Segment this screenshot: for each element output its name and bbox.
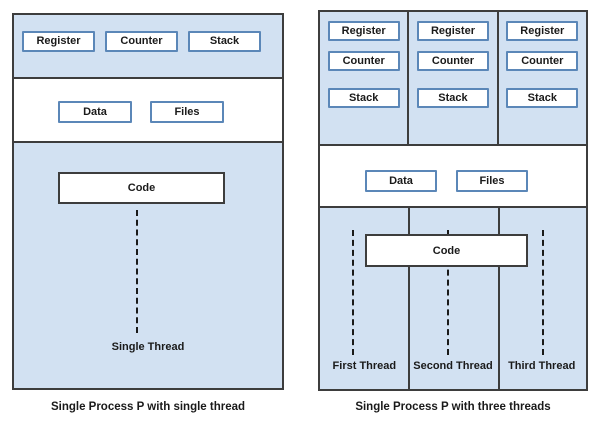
third-thread-label: Third Thread	[508, 360, 576, 372]
left-registers-row: Register Counter Stack	[22, 31, 261, 52]
single-thread-label: Single Thread	[111, 341, 185, 353]
code-box: Code	[365, 234, 528, 267]
stack-box: Stack	[188, 31, 261, 52]
column-divider	[408, 208, 410, 389]
register-label: Register	[430, 24, 475, 37]
stack-label: Stack	[438, 91, 468, 104]
data-label: Data	[83, 105, 107, 118]
files-box: Files	[456, 170, 528, 192]
stack-label: Stack	[348, 91, 379, 104]
counter-label: Counter	[120, 35, 163, 47]
right-threads-section: Code First Thread Second Thread Third Th…	[318, 206, 588, 391]
thread3-register-column: Register Counter Stack	[496, 12, 586, 144]
three-thread-process-diagram: Register Counter Stack Register Counter …	[318, 10, 588, 391]
register-label: Register	[341, 24, 386, 37]
thread1-register-column: Register Counter Stack	[320, 12, 407, 144]
right-memory-section: Data Files	[318, 144, 588, 208]
thread-labels-row: First Thread Second Thread Third Thread	[320, 360, 586, 372]
counter-box: Counter	[327, 51, 400, 71]
code-box: Code	[58, 172, 225, 204]
left-code-section: Code Single Thread	[12, 141, 284, 390]
stack-box: Stack	[416, 88, 489, 108]
second-thread-dashed-line	[447, 230, 449, 355]
column-divider	[498, 208, 500, 389]
code-label: Code	[432, 244, 461, 257]
register-box: Register	[416, 21, 489, 41]
stack-label: Stack	[527, 91, 557, 104]
register-box: Register	[327, 21, 400, 41]
first-thread-dashed-line	[352, 230, 354, 355]
left-registers-section: Register Counter Stack	[12, 13, 284, 79]
register-label: Register	[520, 24, 565, 37]
counter-label: Counter	[431, 54, 475, 67]
counter-box: Counter	[506, 51, 579, 71]
register-box: Register	[506, 21, 579, 41]
register-box: Register	[22, 31, 95, 52]
right-diagram-caption: Single Process P with three threads	[355, 401, 551, 413]
data-box: Data	[365, 170, 437, 192]
single-thread-dashed-line	[136, 210, 138, 333]
counter-box: Counter	[105, 31, 178, 52]
left-memory-section: Data Files	[12, 77, 284, 143]
third-thread-dashed-line	[542, 230, 544, 355]
register-label: Register	[36, 35, 81, 47]
first-thread-label: First Thread	[332, 360, 397, 372]
counter-label: Counter	[521, 54, 564, 67]
files-label: Files	[174, 105, 200, 118]
files-label: Files	[479, 174, 505, 187]
single-thread-process-diagram: Register Counter Stack Data Files Code	[12, 13, 284, 390]
stack-box: Stack	[327, 88, 400, 108]
code-label: Code	[127, 182, 156, 194]
left-diagram-caption: Single Process P with single thread	[50, 401, 246, 413]
data-box: Data	[58, 101, 132, 123]
counter-label: Counter	[342, 54, 385, 67]
stack-box: Stack	[506, 88, 579, 108]
stack-label: Stack	[209, 35, 240, 47]
right-registers-section: Register Counter Stack Register Counter …	[318, 10, 588, 146]
second-thread-label: Second Thread	[413, 360, 493, 372]
counter-box: Counter	[416, 51, 489, 71]
thread2-register-column: Register Counter Stack	[407, 12, 496, 144]
files-box: Files	[150, 101, 224, 123]
data-label: Data	[389, 174, 413, 187]
